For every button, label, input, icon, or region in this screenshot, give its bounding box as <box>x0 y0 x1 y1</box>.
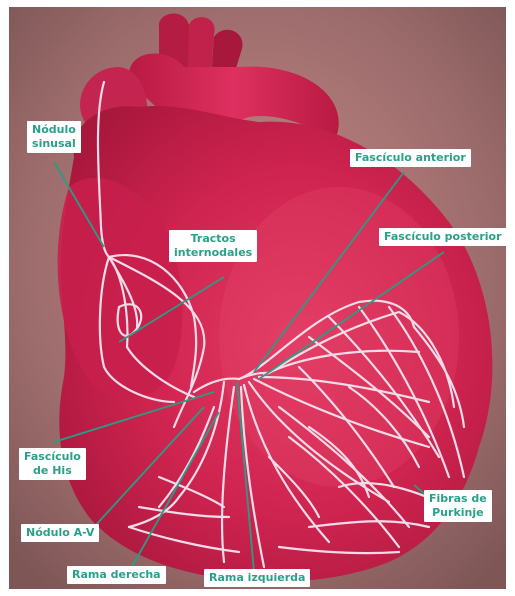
label-fasciculo-his-line2: de His <box>24 464 81 478</box>
label-fasciculo-his-line1: Fascículo <box>24 450 81 464</box>
label-nodulo-sinusal-line2: sinusal <box>32 137 76 151</box>
label-fasciculo-anterior-text: Fascículo anterior <box>355 151 466 165</box>
label-nodulo-sinusal-line1: Nódulo <box>32 123 76 137</box>
label-tractos-line1: Tractos <box>174 232 252 246</box>
label-tractos-line2: internodales <box>174 246 252 260</box>
label-fibras-line2: Purkinje <box>429 506 487 520</box>
label-rama-derecha: Rama derecha <box>67 566 166 584</box>
label-fibras-line1: Fibras de <box>429 492 487 506</box>
label-rama-izquierda: Rama izquierda <box>204 569 310 587</box>
label-fasciculo-posterior-text: Fascículo posterior <box>384 230 502 244</box>
label-tractos-internodales: Tractos internodales <box>169 230 257 262</box>
label-nodulo-sinusal: Nódulo sinusal <box>27 121 81 153</box>
diagram-panel: Nódulo sinusal Tractos internodales Fasc… <box>9 7 506 589</box>
label-nodulo-av: Nódulo A-V <box>21 524 99 542</box>
label-fibras-purkinje: Fibras de Purkinje <box>424 490 492 522</box>
label-nodulo-av-text: Nódulo A-V <box>26 526 94 540</box>
label-rama-derecha-text: Rama derecha <box>72 568 161 582</box>
label-fasciculo-posterior: Fascículo posterior <box>379 228 506 246</box>
label-rama-izquierda-text: Rama izquierda <box>209 571 305 585</box>
label-fasciculo-his: Fascículo de His <box>19 448 86 480</box>
label-fasciculo-anterior: Fascículo anterior <box>350 149 471 167</box>
